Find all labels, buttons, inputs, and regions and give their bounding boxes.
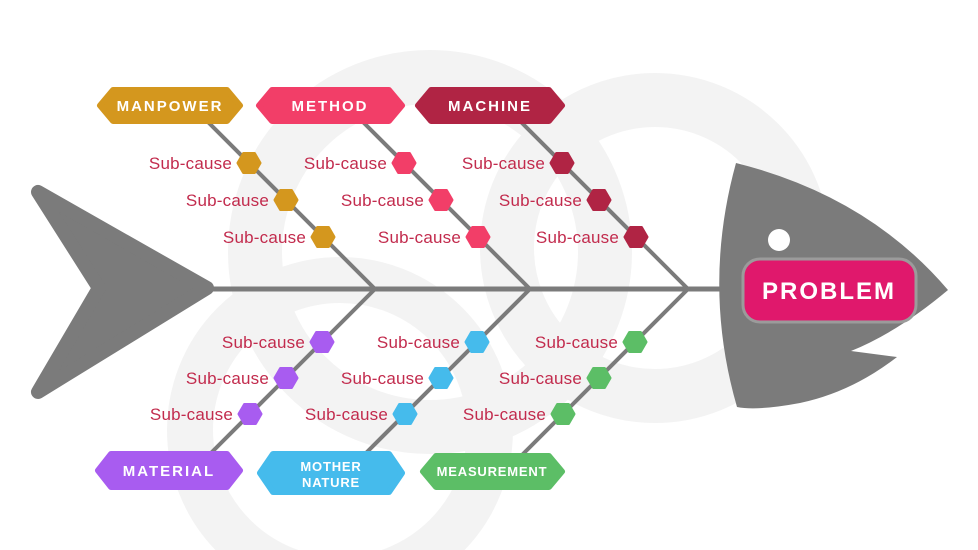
fish-tail xyxy=(31,185,214,399)
sub-cause-label: Sub-cause xyxy=(304,154,387,173)
sub-cause-marker xyxy=(586,189,612,211)
category-banner-label-line2: NATURE xyxy=(302,475,360,490)
category-method: Sub-cause Sub-cause Sub-cause METHOD xyxy=(256,87,491,248)
sub-cause-marker xyxy=(236,152,262,174)
sub-cause-label: Sub-cause xyxy=(378,228,461,247)
sub-cause-marker xyxy=(586,367,612,389)
sub-cause-label: Sub-cause xyxy=(499,369,582,388)
category-manpower: Sub-cause Sub-cause Sub-cause MANPOWER xyxy=(97,87,336,248)
category-banner-manpower xyxy=(97,87,243,124)
sub-cause-label: Sub-cause xyxy=(499,191,582,210)
sub-cause-label: Sub-cause xyxy=(341,369,424,388)
sub-cause-marker xyxy=(428,189,454,211)
problem-box-shape xyxy=(741,257,918,324)
sub-cause-marker xyxy=(237,403,263,425)
sub-cause-marker xyxy=(550,403,576,425)
category-banner-label: MATERIAL xyxy=(123,463,215,480)
sub-cause-marker xyxy=(549,152,575,174)
sub-cause-label: Sub-cause xyxy=(305,405,388,424)
sub-cause-label: Sub-cause xyxy=(341,191,424,210)
sub-cause-label: Sub-cause xyxy=(377,333,460,352)
watermark-ring xyxy=(167,257,513,550)
category-material: Sub-cause Sub-cause Sub-cause MATERIAL xyxy=(95,331,335,490)
sub-cause-marker xyxy=(623,226,649,248)
sub-cause-marker xyxy=(392,403,418,425)
sub-cause-label: Sub-cause xyxy=(535,333,618,352)
sub-cause-marker xyxy=(273,189,299,211)
sub-cause-marker xyxy=(465,226,491,248)
problem-box: PROBLEM xyxy=(741,257,918,324)
sub-cause-label: Sub-cause xyxy=(150,405,233,424)
sub-cause-marker xyxy=(622,331,648,353)
category-banner-measurement xyxy=(420,453,565,490)
sub-cause-label: Sub-cause xyxy=(186,369,269,388)
sub-cause-label: Sub-cause xyxy=(463,405,546,424)
sub-cause-marker xyxy=(309,331,335,353)
category-banner-label: MACHINE xyxy=(448,98,532,115)
sub-cause-marker xyxy=(464,331,490,353)
sub-cause-marker xyxy=(428,367,454,389)
problem-label: PROBLEM xyxy=(762,278,896,305)
watermark-ring xyxy=(228,50,632,454)
fish-eye-icon xyxy=(768,229,790,251)
category-banner-mother-nature xyxy=(257,451,405,495)
sub-cause-label: Sub-cause xyxy=(223,228,306,247)
sub-cause-marker xyxy=(391,152,417,174)
category-measurement: Sub-cause Sub-cause Sub-cause MEASUREMEN… xyxy=(420,331,648,490)
sub-cause-label: Sub-cause xyxy=(462,154,545,173)
category-machine: Sub-cause Sub-cause Sub-cause MACHINE xyxy=(415,87,649,248)
sub-cause-label: Sub-cause xyxy=(536,228,619,247)
sub-cause-label: Sub-cause xyxy=(186,191,269,210)
sub-cause-label: Sub-cause xyxy=(222,333,305,352)
category-banner-label-line1: MOTHER xyxy=(300,459,361,474)
category-mother-nature: Sub-cause Sub-cause Sub-cause MOTHER NAT… xyxy=(257,331,490,495)
category-banner-material xyxy=(95,451,243,490)
sub-cause-marker xyxy=(310,226,336,248)
category-banner-machine xyxy=(415,87,565,124)
category-banner-label: MEASUREMENT xyxy=(437,464,548,479)
sub-cause-marker xyxy=(273,367,299,389)
sub-cause-label: Sub-cause xyxy=(149,154,232,173)
category-banner-label: METHOD xyxy=(292,98,369,115)
category-banner-method xyxy=(256,87,405,124)
category-banner-label: MANPOWER xyxy=(117,98,224,115)
